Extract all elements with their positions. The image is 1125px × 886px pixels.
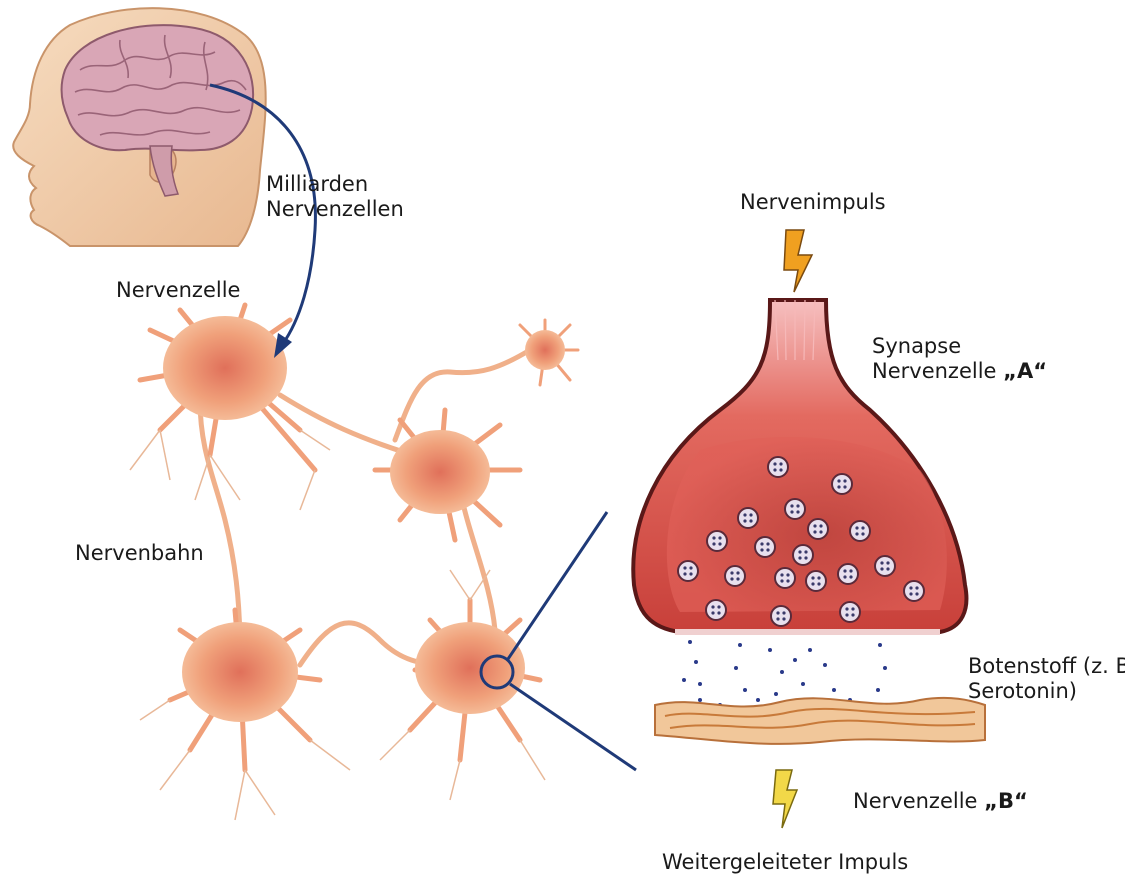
label-milliarden: Milliarden Nervenzellen [266, 172, 404, 222]
label-nervenzelle: Nervenzelle [116, 278, 240, 303]
zoom-line-top [508, 512, 607, 659]
postsynaptic-membrane [655, 698, 985, 744]
label-milliarden-line2: Nervenzellen [266, 197, 404, 222]
label-nervenimpuls: Nervenimpuls [740, 190, 886, 215]
neurotransmitter-dots [682, 640, 887, 707]
label-botenstoff: Botenstoff (z. B. Serotonin) [968, 654, 1125, 704]
label-nervenbahn: Nervenbahn [75, 541, 204, 566]
label-synapse: Synapse Nervenzelle „A“ [872, 334, 1047, 384]
head-illustration [13, 8, 265, 246]
label-milliarden-line1: Milliarden [266, 172, 404, 197]
label-synapse-line2: Nervenzelle „A“ [872, 359, 1047, 384]
zoom-line-bottom [510, 684, 636, 770]
label-nervenzelle-b-quote: „B“ [984, 789, 1028, 813]
label-synapse-prefix: Nervenzelle [872, 359, 1003, 383]
label-nervenzelle-b: Nervenzelle „B“ [853, 789, 1028, 814]
label-synapse-line1: Synapse [872, 334, 1047, 359]
neuron-top-right [520, 320, 578, 385]
neuron-bottom-right [380, 570, 545, 800]
forwarded-impulse-bolt [773, 770, 797, 828]
label-botenstoff-line1: Botenstoff (z. B. [968, 654, 1125, 679]
nerve-impulse-bolt [784, 230, 812, 292]
label-nervenzelle-b-prefix: Nervenzelle [853, 789, 984, 813]
label-synapse-quote: „A“ [1003, 359, 1047, 383]
label-botenstoff-line2: Serotonin) [968, 679, 1125, 704]
label-weitergeleitet: Weitergeleiteter Impuls [662, 850, 908, 875]
